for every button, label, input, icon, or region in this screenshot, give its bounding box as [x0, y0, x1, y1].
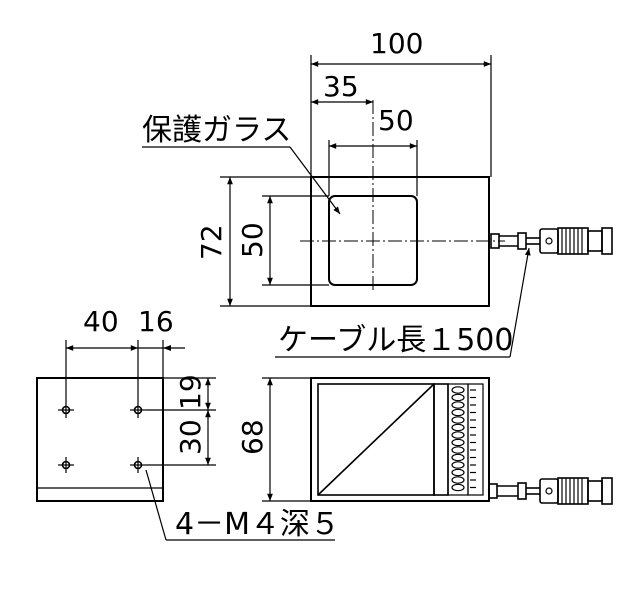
led-array — [451, 386, 476, 492]
cable-connector-top — [539, 227, 613, 255]
mounting-hole — [130, 457, 146, 473]
led-element — [451, 431, 465, 439]
led-element — [451, 438, 465, 447]
led-element — [451, 423, 465, 432]
led-element — [451, 476, 465, 484]
dim-hole-edge-19: 19 — [174, 374, 207, 410]
cable-connector-front — [539, 477, 613, 505]
dim-height-72: 72 — [195, 224, 228, 260]
cable-length-label: ケーブル長１500 — [278, 323, 513, 358]
led-element — [451, 468, 465, 477]
dim-front-height-68: 68 — [236, 419, 269, 455]
side-housing-outline — [36, 377, 164, 502]
dim-width-100: 100 — [370, 27, 423, 60]
diagonal-prism — [317, 383, 435, 496]
led-element — [451, 446, 465, 454]
mounting-hole — [58, 402, 74, 418]
side-view: 40 16 19 30 4－M４深５ — [36, 305, 340, 542]
mounting-hole — [130, 402, 146, 418]
led-element — [451, 453, 465, 462]
top-view: 100 35 50 72 50 保護ガラス — [142, 27, 613, 358]
cable-gland — [490, 233, 500, 249]
dim-window-width-50: 50 — [378, 104, 414, 137]
led-element — [451, 483, 465, 492]
dim-offset-35: 35 — [323, 70, 359, 103]
hole-callout-label: 4－M４深５ — [175, 507, 340, 542]
mounting-hole — [58, 457, 74, 473]
dim-window-height-50: 50 — [236, 222, 269, 258]
dim-hole-spacing-30: 30 — [174, 419, 207, 455]
led-element — [451, 408, 465, 417]
front-view: 68 — [236, 377, 613, 505]
dim-hole-spacing-40: 40 — [83, 305, 119, 338]
led-element — [451, 461, 465, 469]
led-element — [451, 393, 465, 402]
front-housing-outline — [310, 377, 490, 502]
glass-label: 保護ガラス — [142, 113, 291, 148]
dim-hole-edge-16: 16 — [138, 305, 174, 338]
led-element — [451, 416, 465, 424]
led-element — [451, 401, 465, 409]
led-element — [451, 386, 465, 394]
